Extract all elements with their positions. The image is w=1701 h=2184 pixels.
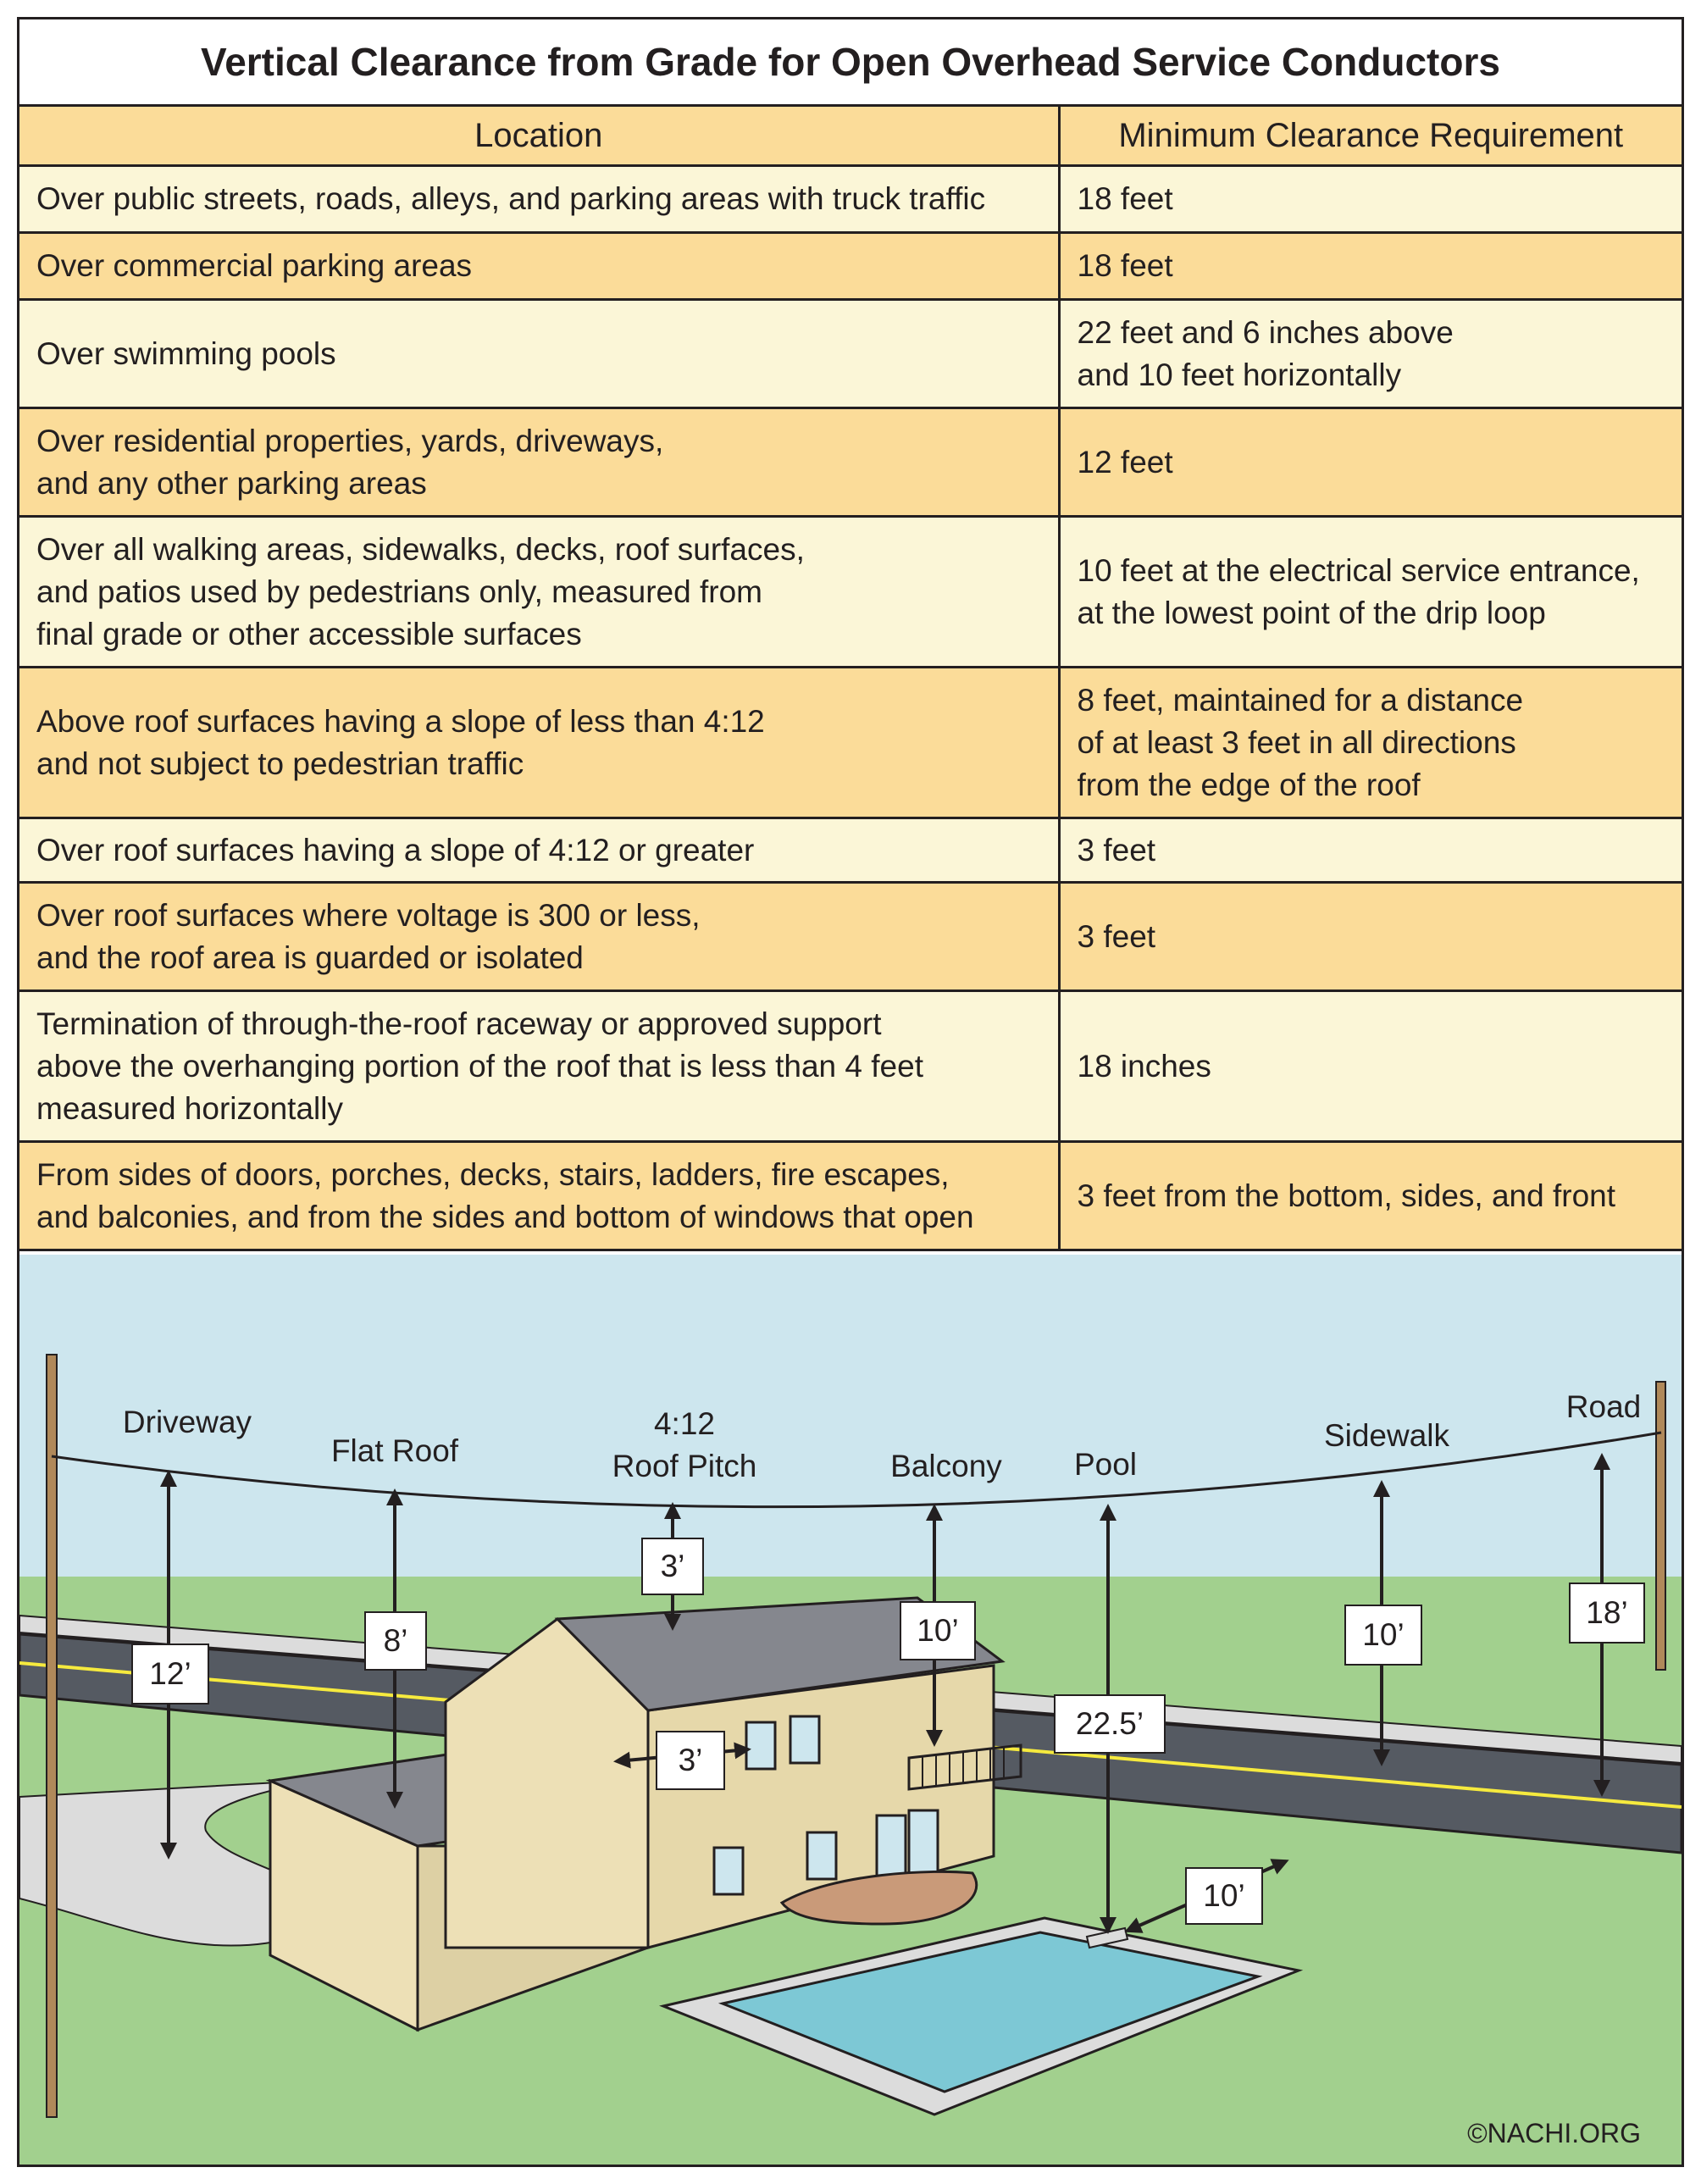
page-title: Vertical Clearance from Grade for Open O… — [19, 19, 1682, 107]
balcony-measurement: 10’ — [900, 1601, 976, 1660]
clearance-cell: 10 feet at the electrical service entran… — [1057, 515, 1682, 668]
utility-pole-right — [1655, 1381, 1666, 1671]
label-flat-roof: Flat Roof — [331, 1433, 459, 1468]
header-clearance: Minimum Clearance Requirement — [1057, 107, 1682, 167]
location-cell: Over public streets, roads, alleys, and … — [19, 164, 1061, 234]
label-sidewalk: Sidewalk — [1324, 1418, 1450, 1453]
clearance-illustration: 12’ 8’ 3’ 3’ 10’ 22.5’ 10’ 10’ — [19, 1255, 1682, 2165]
location-cell: Over roof surfaces where voltage is 300 … — [19, 881, 1061, 992]
label-road: Road — [1566, 1389, 1641, 1424]
header-location: Location — [19, 107, 1061, 167]
label-roof-pitch-ratio: 4:12 — [654, 1406, 715, 1441]
window — [789, 1715, 821, 1765]
location-cell: Over residential properties, yards, driv… — [19, 407, 1061, 518]
clearance-cell: 22 feet and 6 inches above and 10 feet h… — [1057, 298, 1682, 409]
location-cell: From sides of doors, porches, decks, sta… — [19, 1140, 1061, 1251]
copyright-credit: ©NACHI.ORG — [1467, 2118, 1641, 2148]
label-driveway: Driveway — [123, 1405, 252, 1439]
clearance-cell: 3 feet — [1057, 817, 1682, 884]
svg-text:22.5’: 22.5’ — [1076, 1706, 1144, 1741]
sidewalk-measurement: 10’ — [1344, 1605, 1422, 1666]
label-balcony: Balcony — [890, 1449, 1002, 1483]
svg-text:10’: 10’ — [1362, 1617, 1404, 1652]
location-cell: Over all walking areas, sidewalks, decks… — [19, 515, 1061, 668]
table-row: Over public streets, roads, alleys, and … — [19, 164, 1682, 234]
svg-text:12’: 12’ — [149, 1656, 191, 1691]
window — [806, 1831, 838, 1881]
location-cell: Over swimming pools — [19, 298, 1061, 409]
patio — [779, 1870, 978, 1926]
clearance-cell: 8 feet, maintained for a distance of at … — [1057, 666, 1682, 819]
svg-text:3’: 3’ — [661, 1549, 685, 1583]
balcony — [907, 1743, 1022, 1791]
window — [745, 1721, 777, 1771]
table-header-row: Location Minimum Clearance Requirement — [19, 107, 1682, 167]
label-pool: Pool — [1074, 1447, 1137, 1482]
table-row: Above roof surfaces having a slope of le… — [19, 666, 1682, 819]
table-row: Over all walking areas, sidewalks, decks… — [19, 515, 1682, 668]
label-roof-pitch: Roof Pitch — [612, 1449, 757, 1483]
driveway-measurement: 12’ — [131, 1644, 209, 1705]
pool-measurement: 22.5’ — [1054, 1694, 1166, 1754]
clearance-table: Location Minimum Clearance Requirement O… — [19, 107, 1682, 1251]
clearance-cell: 3 feet from the bottom, sides, and front — [1057, 1140, 1682, 1251]
infographic-frame: Vertical Clearance from Grade for Open O… — [17, 17, 1684, 2167]
svg-text:18’: 18’ — [1586, 1595, 1627, 1630]
sky — [19, 1255, 1682, 1577]
table-row: From sides of doors, porches, decks, sta… — [19, 1140, 1682, 1251]
clearance-cell: 12 feet — [1057, 407, 1682, 518]
clearance-cell: 18 feet — [1057, 164, 1682, 234]
clearance-cell: 18 inches — [1057, 989, 1682, 1143]
utility-pole-left — [46, 1354, 58, 2118]
table-row: Over swimming pools 22 feet and 6 inches… — [19, 298, 1682, 409]
pool-horizontal-measurement: 10’ — [1185, 1867, 1263, 1925]
table-row: Over roof surfaces where voltage is 300 … — [19, 881, 1682, 992]
clearance-cell: 3 feet — [1057, 881, 1682, 992]
svg-text:8’: 8’ — [384, 1623, 408, 1658]
table-row: Over commercial parking areas 18 feet — [19, 231, 1682, 301]
location-cell: Above roof surfaces having a slope of le… — [19, 666, 1061, 819]
table-row: Termination of through-the-roof raceway … — [19, 989, 1682, 1143]
svg-text:10’: 10’ — [1203, 1878, 1244, 1913]
svg-text:3’: 3’ — [679, 1743, 703, 1777]
service-conductor-wire — [51, 1431, 1662, 1509]
location-cell: Over roof surfaces having a slope of 4:1… — [19, 817, 1061, 884]
roof-pitch-measurement: 3’ — [641, 1538, 704, 1595]
flat-roof-measurement: 8’ — [364, 1611, 427, 1671]
table-row: Over roof surfaces having a slope of 4:1… — [19, 817, 1682, 884]
pool-water — [718, 1931, 1263, 2093]
table-row: Over residential properties, yards, driv… — [19, 407, 1682, 518]
clearance-cell: 18 feet — [1057, 231, 1682, 301]
location-cell: Over commercial parking areas — [19, 231, 1061, 301]
wall-side-measurement: 3’ — [656, 1731, 725, 1790]
window — [712, 1846, 745, 1896]
location-cell: Termination of through-the-roof raceway … — [19, 989, 1061, 1143]
road-measurement: 18’ — [1569, 1583, 1645, 1644]
svg-text:10’: 10’ — [917, 1613, 958, 1648]
